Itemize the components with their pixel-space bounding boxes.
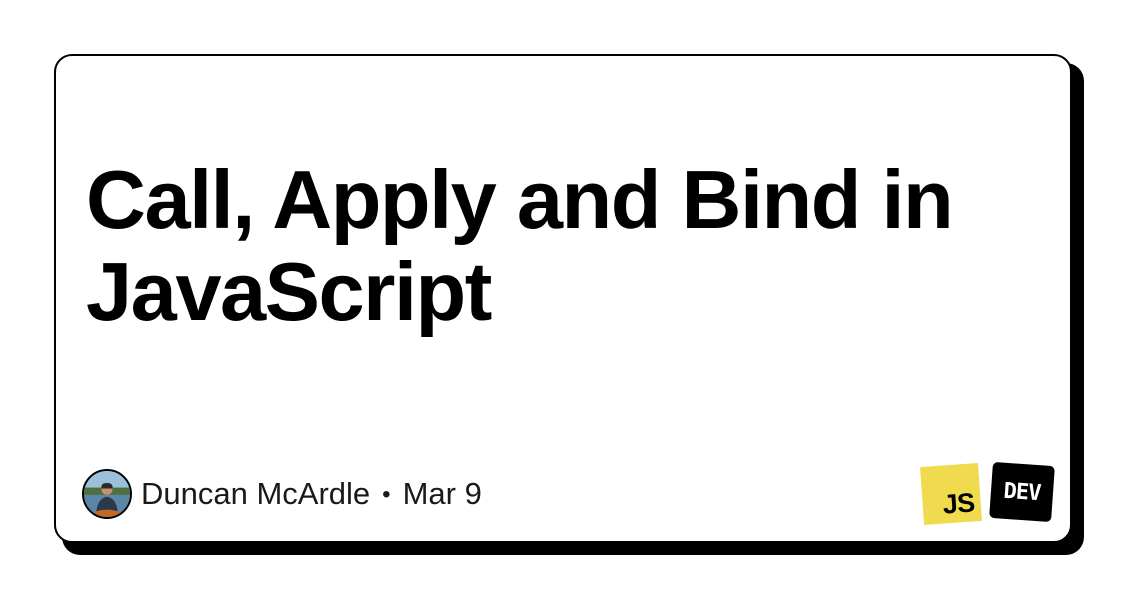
dev-logo-icon[interactable]: DEV: [989, 461, 1055, 523]
post-card[interactable]: Call, Apply and Bind in JavaScript Dunca…: [54, 54, 1072, 543]
byline: Duncan McArdle • Mar 9: [141, 476, 482, 512]
byline-separator: •: [382, 481, 391, 508]
post-title[interactable]: Call, Apply and Bind in JavaScript: [86, 153, 954, 338]
author-row: Duncan McArdle • Mar 9: [82, 466, 482, 522]
js-logo-icon: JS: [920, 463, 982, 525]
dev-logo-label: DEV: [1002, 478, 1042, 506]
avatar[interactable]: [82, 469, 132, 519]
post-date: Mar 9: [402, 476, 482, 511]
js-logo-label: JS: [941, 487, 976, 520]
avatar-photo-icon: [84, 471, 130, 517]
author-name[interactable]: Duncan McArdle: [141, 476, 371, 511]
